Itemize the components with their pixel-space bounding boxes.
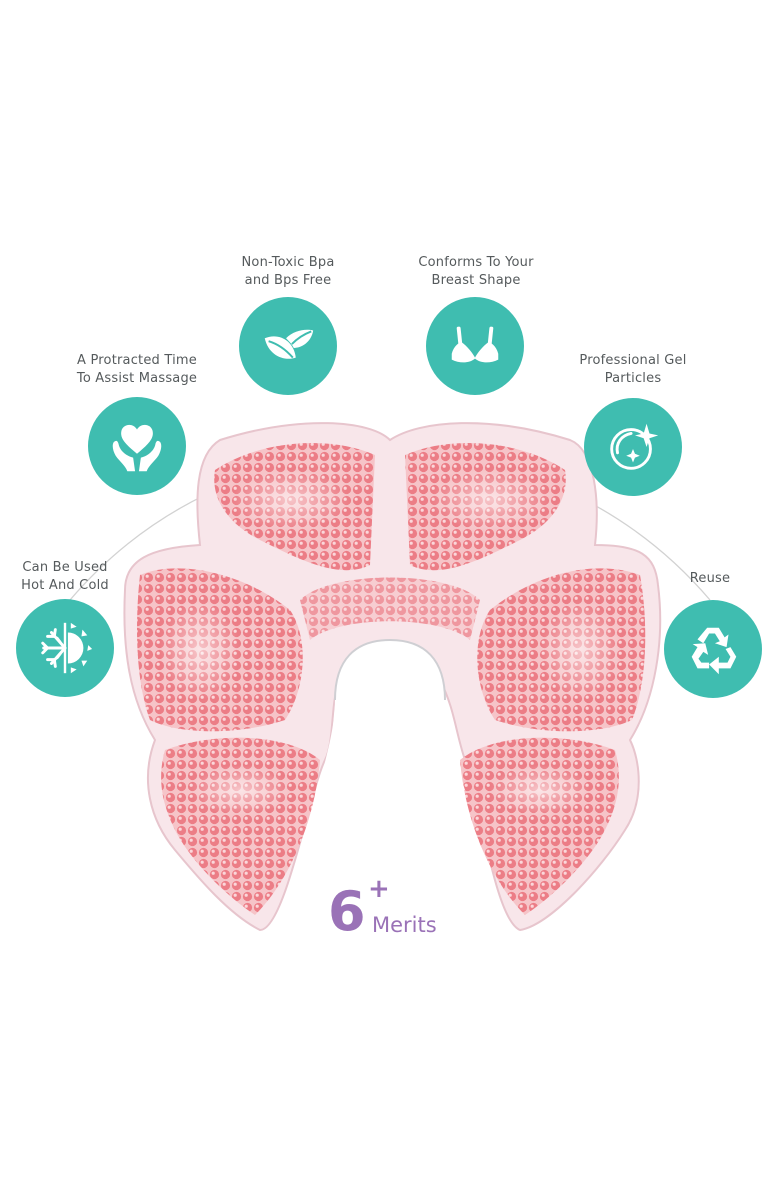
merits-count: 6 — [328, 880, 366, 943]
feature-label-massage: A Protracted Time To Assist Massage — [76, 353, 198, 386]
feature-label-gel: Professional Gel Particles — [579, 353, 687, 386]
recycle-icon — [691, 627, 737, 675]
feature-badge-reuse — [664, 600, 762, 698]
feature-badge-hot-cold — [16, 599, 114, 697]
merits-plus: + — [368, 874, 390, 904]
bra-icon — [451, 326, 499, 363]
leaves-icon — [264, 329, 314, 359]
feature-badge-gel — [584, 398, 682, 496]
merits-label: Merits — [372, 913, 437, 937]
feature-label-non-toxic: Non-Toxic Bpa and Bps Free — [241, 255, 335, 288]
feature-label-conforms: Conforms To Your Breast Shape — [418, 255, 534, 288]
feature-label-reuse: Reuse — [689, 571, 731, 586]
feature-badge-non-toxic — [239, 297, 337, 395]
feature-badge-massage — [88, 397, 186, 495]
feature-label-hot-cold: Can Be Used Hot And Cold — [21, 560, 109, 593]
sparkle-bubble-icon — [610, 423, 659, 470]
feature-badge-conforms — [426, 297, 524, 395]
heart-hands-icon — [112, 424, 162, 472]
snowflake-sun-icon — [41, 622, 93, 674]
